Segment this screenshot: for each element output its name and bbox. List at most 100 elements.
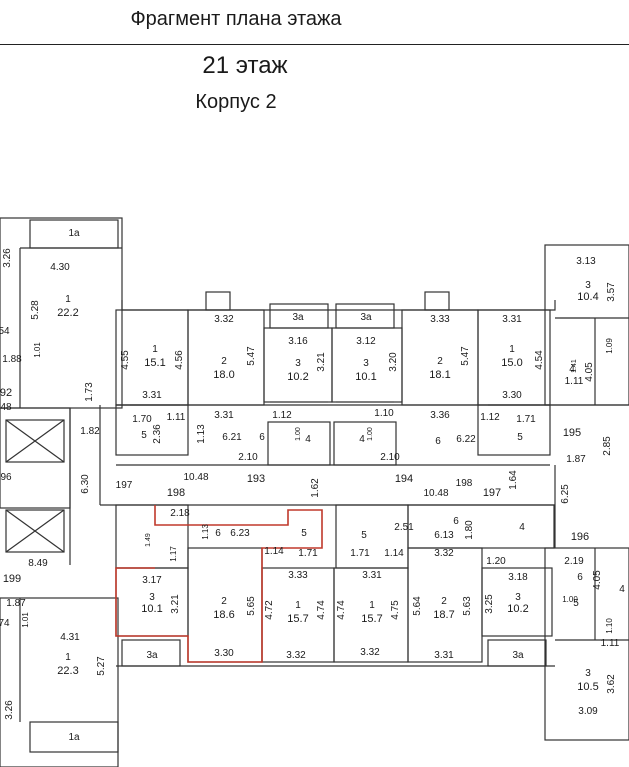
- room-u2r-kind: 2: [437, 356, 443, 367]
- lw-dim-96: 96: [0, 472, 12, 483]
- dim-u3l-a: 3.16: [288, 336, 308, 347]
- dim-c11: 8.49: [28, 558, 48, 569]
- room-tr-area: 10.4: [577, 291, 598, 303]
- r-dim-141: 1.41: [571, 359, 578, 373]
- room-u2-area: 18.0: [213, 369, 234, 381]
- u-room6-left: 6: [259, 432, 265, 443]
- u-dim-236: 2.36: [152, 424, 163, 444]
- room-tl-1-kind: 1: [65, 294, 71, 305]
- dim-u2-c: 3.31: [214, 410, 234, 421]
- plan-walls: [0, 217, 629, 767]
- r-room4: 4: [619, 584, 625, 595]
- u-dim-112r: 1.12: [480, 412, 500, 423]
- u-room6-right: 6: [435, 436, 441, 447]
- dim-l1r-a: 3.31: [362, 570, 382, 581]
- dim-br-a: 3.62: [606, 674, 617, 694]
- u-dim-113: 1.13: [196, 424, 207, 444]
- r-dim-111b: 1.11: [601, 638, 620, 649]
- dim-u2r-c: 3.36: [430, 410, 450, 421]
- highlighted-apartment-outline: [115, 505, 323, 663]
- l-dim-251: 2.51: [394, 522, 414, 533]
- section-199: 199: [3, 573, 21, 585]
- dim-bl-c: 3.26: [4, 700, 15, 720]
- room-l2-area: 18.6: [213, 609, 234, 621]
- dim-c1: 10.48: [183, 472, 208, 483]
- u-room4-left: 4: [305, 434, 311, 445]
- l-dim-114r: 1.14: [384, 548, 404, 559]
- l-room6-left: 6: [215, 528, 221, 539]
- lw-dim-187: 1.87: [6, 598, 26, 609]
- r-dim-405b: 4.05: [584, 362, 595, 382]
- room-u3l-area: 10.2: [287, 371, 308, 383]
- room-l3r-kind: 3: [515, 592, 521, 603]
- dim-l2r-a: 3.32: [434, 548, 454, 559]
- lw-dim-54: 54: [0, 326, 10, 337]
- wall-3a-r: [335, 303, 395, 329]
- section-193: 193: [247, 473, 265, 485]
- floor-title: 21 этаж: [202, 52, 288, 79]
- dim-l3-a: 3.17: [142, 575, 162, 586]
- lw-dim-74: 74: [0, 618, 10, 629]
- lw-dim-188: 1.88: [2, 354, 22, 365]
- u-dim-170: 1.70: [132, 414, 152, 425]
- r-dim-219: 2.19: [564, 556, 584, 567]
- hatch-marks: [130, 317, 590, 406]
- dim-l1-d: 3.32: [286, 650, 306, 661]
- wall-br-wing: [544, 547, 629, 741]
- room-l1r-kind: 1: [369, 600, 375, 611]
- room-u2r-area: 18.1: [429, 369, 450, 381]
- dim-c13: 2.85: [602, 436, 613, 456]
- room-tr-kind: 3: [585, 280, 591, 291]
- dim-l1-a: 3.33: [288, 570, 308, 581]
- room-l2r-area: 18.7: [433, 609, 454, 621]
- wall-3a-l: [269, 303, 329, 329]
- dim-l1r-c: 4.75: [390, 600, 401, 620]
- dim-u3r-a: 3.12: [356, 336, 376, 347]
- l-dim-171r: 1.71: [350, 548, 370, 559]
- dim-l2-a: 5.65: [246, 596, 257, 616]
- dim-u3r-b: 3.20: [388, 352, 399, 372]
- u-dim-171: 1.71: [516, 414, 536, 425]
- dim-u1-c: 3.31: [142, 390, 162, 401]
- dim-l1-b: 4.72: [264, 600, 275, 620]
- room-bl-area: 22.3: [57, 665, 78, 677]
- dim-br-b: 3.09: [578, 706, 598, 717]
- room-l1r-area: 15.7: [361, 613, 382, 625]
- balcony-bl: [29, 721, 119, 753]
- l-room6-right: 6: [453, 516, 459, 527]
- header-bar: Фрагмент плана этажа: [0, 0, 629, 45]
- dim-tr-a: 3.13: [576, 256, 596, 267]
- room-tl-1-area: 22.2: [57, 307, 78, 319]
- dim-c2: 2.10: [238, 452, 258, 463]
- room-l3r-area: 10.2: [507, 603, 528, 615]
- dim-tl-2: 5.28: [30, 300, 41, 320]
- room-u1-kind: 1: [152, 344, 158, 355]
- l-room5-right: 5: [361, 530, 367, 541]
- room-u1r-kind: 1: [509, 344, 515, 355]
- room-l3-area: 10.1: [141, 603, 162, 615]
- l-dim-613: 6.13: [434, 530, 454, 541]
- room-l2r-kind: 2: [441, 596, 447, 607]
- room-u1r-area: 15.0: [501, 357, 522, 369]
- section-194: 194: [395, 473, 413, 485]
- section-198: 198: [167, 487, 185, 499]
- dim-c6: 1.64: [508, 470, 519, 490]
- dim-u1r-a: 3.31: [502, 314, 522, 325]
- r-room5: 5: [573, 598, 579, 609]
- room-l3-kind: 3: [149, 592, 155, 603]
- room-u1-area: 15.1: [144, 357, 165, 369]
- r-dim-405: 4.05: [592, 570, 603, 590]
- page-title: Фрагмент плана этажа: [130, 8, 342, 30]
- l-dim-180: 1.80: [464, 520, 475, 540]
- lift-2: [5, 509, 65, 553]
- r-dim-110: 1.10: [605, 618, 614, 634]
- l-dim-149: 1.49: [145, 533, 152, 547]
- corridor-label-right: 198: [456, 478, 473, 489]
- r-room6: 6: [577, 572, 583, 583]
- wall-l3r: [481, 567, 553, 637]
- dim-c8: 6.30: [80, 474, 91, 494]
- dim-c12: 1.87: [566, 454, 586, 465]
- l-dim-171: 1.71: [298, 548, 318, 559]
- dim-l2r-b: 5.64: [412, 596, 423, 616]
- room-l2-kind: 2: [221, 596, 227, 607]
